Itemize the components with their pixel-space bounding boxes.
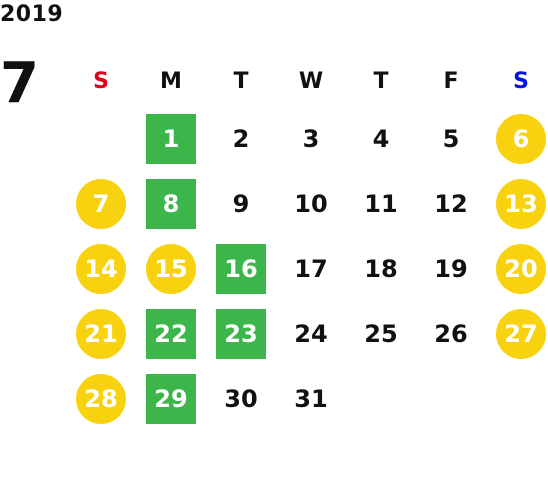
day-13[interactable]: 13 xyxy=(496,178,546,229)
calendar-cell[interactable]: 16 xyxy=(206,236,276,301)
day-21[interactable]: 21 xyxy=(76,308,126,359)
weekday-thursday: T xyxy=(373,68,389,94)
calendar-cell[interactable]: 1 xyxy=(136,106,206,171)
day-29[interactable]: 29 xyxy=(146,373,196,424)
day-8[interactable]: 8 xyxy=(146,178,196,229)
day-20[interactable]: 20 xyxy=(496,243,546,294)
calendar-cell[interactable]: 23 xyxy=(206,301,276,366)
day-3[interactable]: 3 xyxy=(302,124,320,153)
day-19[interactable]: 19 xyxy=(434,254,468,283)
day-16[interactable]: 16 xyxy=(216,243,266,294)
calendar-cell xyxy=(486,366,548,431)
day-1[interactable]: 1 xyxy=(146,113,196,164)
calendar-cell[interactable]: 28 xyxy=(66,366,136,431)
calendar-cell[interactable]: 11 xyxy=(346,171,416,236)
calendar-cell[interactable]: 7 xyxy=(66,171,136,236)
day-26[interactable]: 26 xyxy=(434,319,468,348)
calendar-cell[interactable]: 2 xyxy=(206,106,276,171)
day-4[interactable]: 4 xyxy=(372,124,390,153)
calendar-cell[interactable]: 12 xyxy=(416,171,486,236)
day-15[interactable]: 15 xyxy=(146,243,196,294)
calendar-cell[interactable]: 10 xyxy=(276,171,346,236)
calendar-cell[interactable]: 5 xyxy=(416,106,486,171)
calendar-cell[interactable]: 31 xyxy=(276,366,346,431)
calendar-cell xyxy=(66,106,136,171)
day-5[interactable]: 5 xyxy=(442,124,460,153)
day-14[interactable]: 14 xyxy=(76,243,126,294)
calendar-cell[interactable]: 24 xyxy=(276,301,346,366)
calendar-cell[interactable]: 15 xyxy=(136,236,206,301)
day-7[interactable]: 7 xyxy=(76,178,126,229)
day-22[interactable]: 22 xyxy=(146,308,196,359)
weekday-friday: F xyxy=(443,68,459,94)
weekday-monday: M xyxy=(160,68,182,94)
calendar-cell[interactable]: 6 xyxy=(486,106,548,171)
day-6[interactable]: 6 xyxy=(496,113,546,164)
day-18[interactable]: 18 xyxy=(364,254,398,283)
calendar-cell[interactable]: 26 xyxy=(416,301,486,366)
calendar-cell[interactable]: 8 xyxy=(136,171,206,236)
day-10[interactable]: 10 xyxy=(294,189,328,218)
calendar-cell[interactable]: 25 xyxy=(346,301,416,366)
calendar-cell[interactable]: 20 xyxy=(486,236,548,301)
calendar-cell[interactable]: 3 xyxy=(276,106,346,171)
day-23[interactable]: 23 xyxy=(216,308,266,359)
calendar-cell[interactable]: 9 xyxy=(206,171,276,236)
weekday-wednesday: W xyxy=(298,68,324,94)
calendar-cell[interactable]: 13 xyxy=(486,171,548,236)
day-2[interactable]: 2 xyxy=(232,124,250,153)
calendar-cell[interactable]: 17 xyxy=(276,236,346,301)
calendar-cell[interactable]: 21 xyxy=(66,301,136,366)
day-25[interactable]: 25 xyxy=(364,319,398,348)
year-label: 2019 xyxy=(0,2,64,27)
calendar-cell[interactable]: 18 xyxy=(346,236,416,301)
day-11[interactable]: 11 xyxy=(364,189,398,218)
calendar-cell[interactable]: 14 xyxy=(66,236,136,301)
day-28[interactable]: 28 xyxy=(76,373,126,424)
calendar-cell xyxy=(346,366,416,431)
day-17[interactable]: 17 xyxy=(294,254,328,283)
day-30[interactable]: 30 xyxy=(224,384,258,413)
day-9[interactable]: 9 xyxy=(232,189,250,218)
weekday-tuesday: T xyxy=(233,68,249,94)
day-31[interactable]: 31 xyxy=(294,384,328,413)
weekday-sunday: S xyxy=(93,68,109,94)
day-27[interactable]: 27 xyxy=(496,308,546,359)
calendar-cell[interactable]: 29 xyxy=(136,366,206,431)
calendar-cell[interactable]: 30 xyxy=(206,366,276,431)
calendar-cell xyxy=(416,366,486,431)
calendar-cell[interactable]: 27 xyxy=(486,301,548,366)
weekday-saturday: S xyxy=(513,68,529,94)
calendar-cell[interactable]: 19 xyxy=(416,236,486,301)
month-number: 7 xyxy=(0,51,39,116)
day-12[interactable]: 12 xyxy=(434,189,468,218)
calendar-cell[interactable]: 22 xyxy=(136,301,206,366)
day-24[interactable]: 24 xyxy=(294,319,328,348)
calendar-cell[interactable]: 4 xyxy=(346,106,416,171)
